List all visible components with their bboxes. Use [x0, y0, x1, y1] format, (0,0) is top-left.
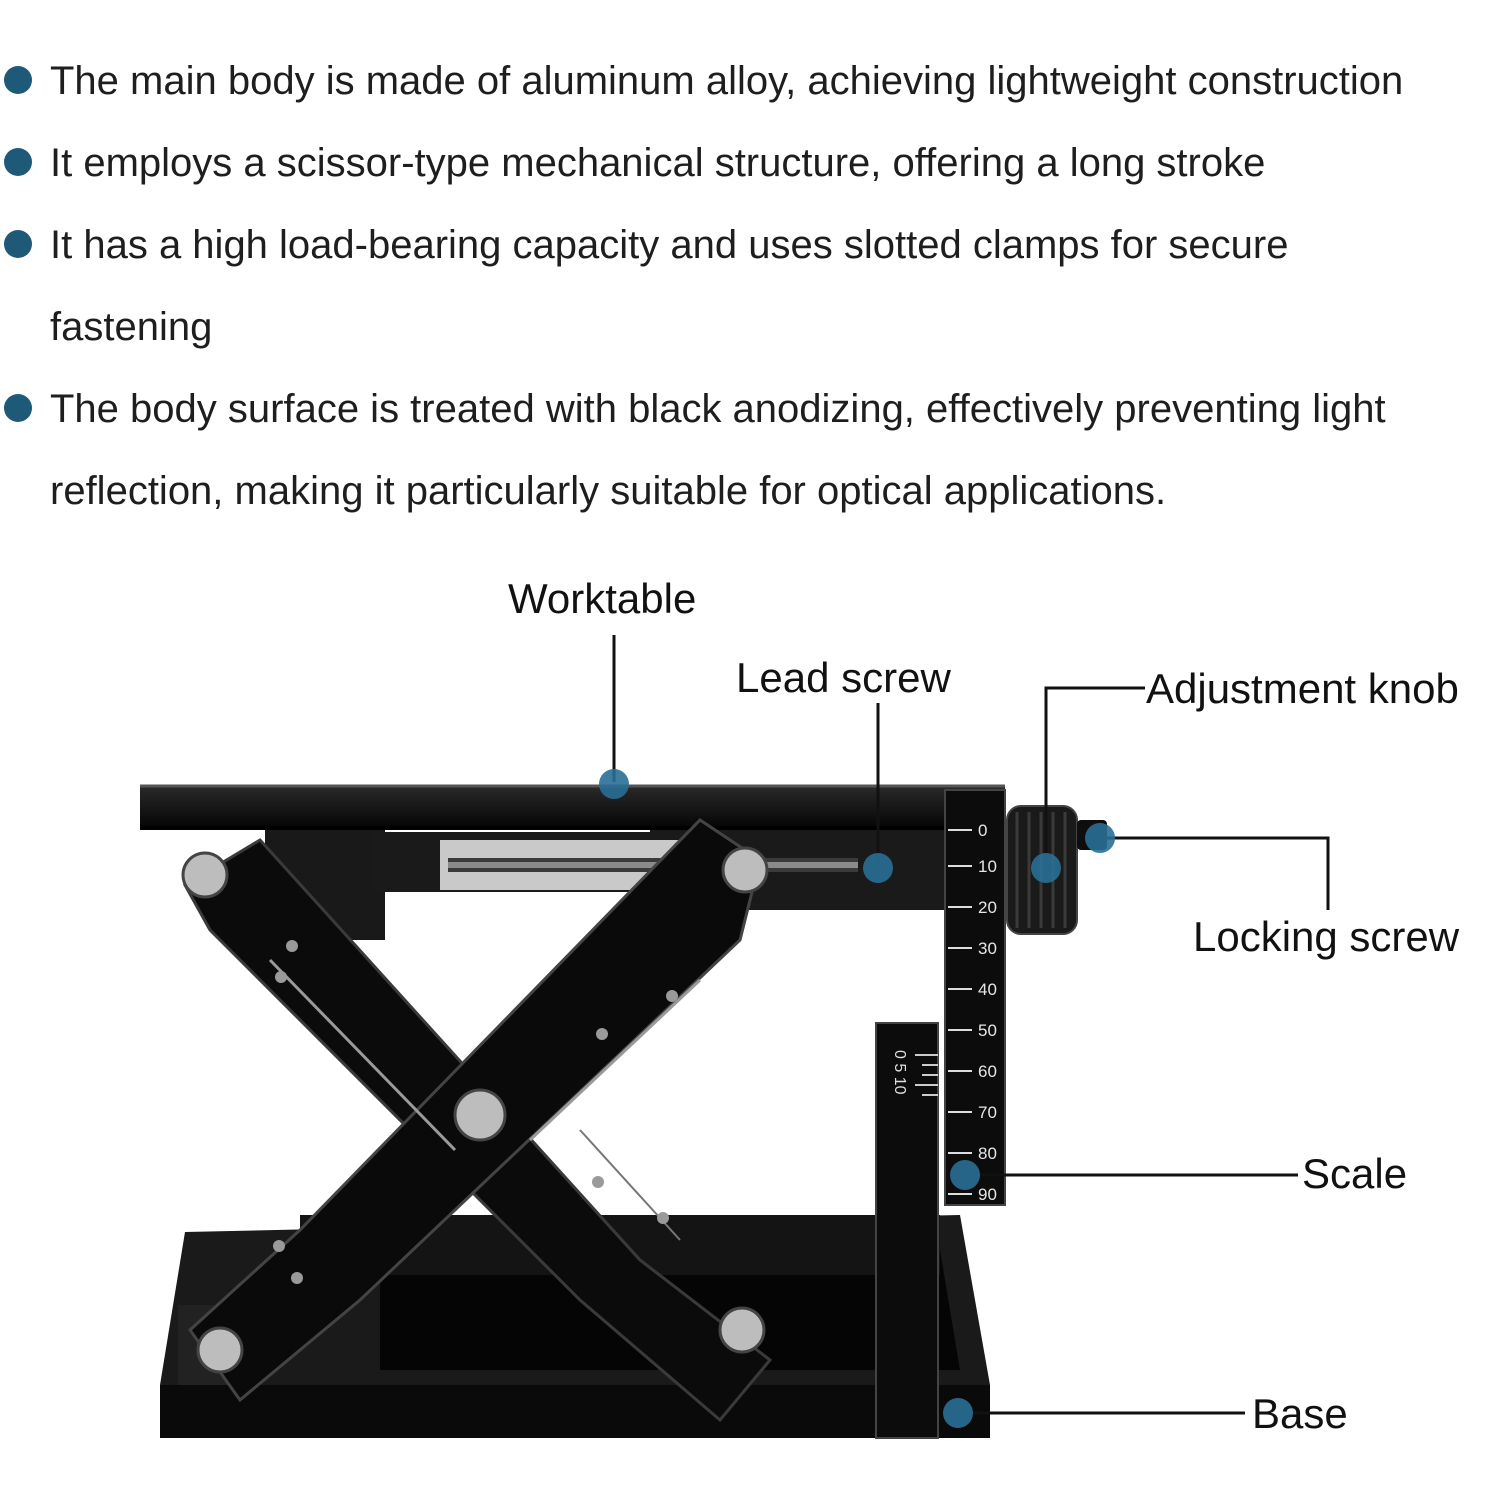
lifting-platform-illustration: 0 10 20 30 40 50 60 70 80 90 0 5	[140, 635, 1330, 1439]
bullet-icon	[4, 148, 32, 176]
bullet-icon	[4, 230, 32, 258]
locking-screw-marker-icon	[1085, 823, 1115, 853]
lead-screw	[372, 832, 892, 892]
lifting-platform-diagram: 0 10 20 30 40 50 60 70 80 90 0 5	[0, 560, 1500, 1500]
label-worktable: Worktable	[508, 575, 697, 622]
scale-tick-label: 10	[978, 857, 997, 876]
scale-marker-icon	[950, 1160, 980, 1190]
bolts	[181, 846, 769, 1374]
feature-item: It has a high load-bearing capacity and …	[0, 204, 1390, 368]
vernier-label: 0 5 10	[891, 1050, 908, 1095]
lead-screw-marker-icon	[863, 853, 893, 883]
label-base: Base	[1252, 1390, 1348, 1437]
base-marker-icon	[943, 1398, 973, 1428]
scale-bar: 0 10 20 30 40 50 60 70 80 90	[944, 789, 1006, 1206]
feature-text: It employs a scissor-type mechanical str…	[50, 141, 1266, 185]
feature-item: It employs a scissor-type mechanical str…	[0, 122, 1500, 204]
scale-tick-label: 40	[978, 980, 997, 999]
bullet-icon	[4, 394, 32, 422]
feature-text: The body surface is treated with black a…	[50, 387, 1386, 513]
callout-markers	[599, 769, 1115, 1428]
bullet-icon	[4, 66, 32, 94]
scale-tick-label: 20	[978, 898, 997, 917]
feature-text: The main body is made of aluminum alloy,…	[50, 59, 1404, 103]
feature-text: It has a high load-bearing capacity and …	[50, 223, 1289, 349]
scale-tick-label: 90	[978, 1185, 997, 1204]
feature-list: The main body is made of aluminum alloy,…	[0, 40, 1500, 532]
vernier-scale: 0 5 10	[875, 1022, 939, 1439]
callout-lines	[612, 635, 1330, 1415]
scale-tick-label: 0	[978, 821, 987, 840]
scale-tick-label: 60	[978, 1062, 997, 1081]
label-adjustment-knob: Adjustment knob	[1146, 665, 1459, 712]
scale-tick-label: 80	[978, 1144, 997, 1163]
scale-tick-label: 50	[978, 1021, 997, 1040]
scale-tick-label: 30	[978, 939, 997, 958]
worktable-plate	[140, 784, 1005, 830]
feature-item: The main body is made of aluminum alloy,…	[0, 40, 1500, 122]
label-scale: Scale	[1302, 1150, 1408, 1197]
worktable-marker-icon	[599, 769, 629, 799]
label-locking-screw: Locking screw	[1193, 913, 1460, 960]
feature-item: The body surface is treated with black a…	[0, 368, 1490, 532]
label-lead-screw: Lead screw	[736, 654, 951, 701]
scale-tick-label: 70	[978, 1103, 997, 1122]
knob-marker-icon	[1031, 853, 1061, 883]
